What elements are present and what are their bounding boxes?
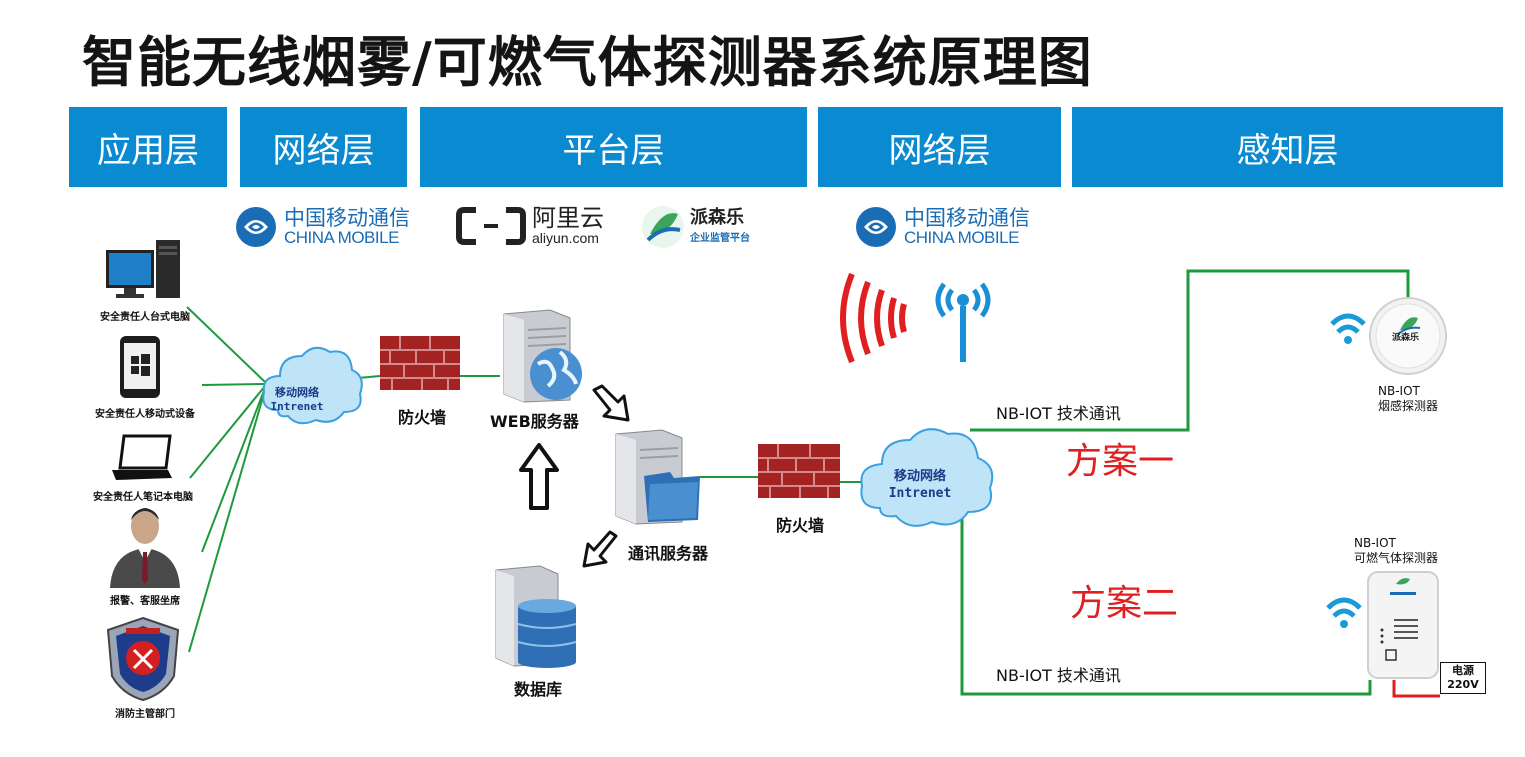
psl-name-text: 派森乐 <box>690 207 744 228</box>
arrow-down-right-icon <box>592 384 630 422</box>
database-icon <box>495 565 577 668</box>
nbiot-label-plan1: NB-IOT 技术通讯 <box>996 400 1121 424</box>
cloud-left-icon <box>262 346 363 425</box>
aliyun-cn-text: 阿里云 <box>532 204 604 232</box>
operator-person-icon <box>110 508 180 588</box>
china-mobile-cn-text: 中国移动通信 <box>284 206 410 230</box>
china-mobile-cn-text: 中国移动通信 <box>904 206 1030 230</box>
power-line <box>1392 680 1440 698</box>
plan-one-label: 方案一 <box>1066 441 1175 482</box>
line-plan1 <box>970 269 1410 432</box>
fire-department-badge-icon <box>106 616 180 702</box>
layer-perception: 感知层 <box>1072 107 1503 187</box>
comm-server-label: 通讯服务器 <box>628 544 709 563</box>
layer-platform: 平台层 <box>420 107 807 187</box>
nbiot-label-plan2: NB-IOT 技术通讯 <box>996 662 1121 686</box>
cloud-left-line2: Intrenet <box>270 400 324 413</box>
cloud-left-line1: 移动网络 <box>275 386 319 399</box>
arrow-down-left-icon <box>582 530 618 568</box>
desktop-computer-icon <box>106 240 180 298</box>
web-server-icon <box>503 309 582 403</box>
diagram-title: 智能无线烟雾/可燃气体探测器系统原理图 <box>82 31 1093 94</box>
gas-detector-icon <box>1326 571 1439 679</box>
nbiot-text: NB-IOT 技术通讯 <box>996 666 1121 685</box>
line-fire-dept <box>188 389 266 653</box>
line-plan2 <box>960 516 1372 696</box>
psl-leaf-icon <box>642 206 684 248</box>
smoke-label-line1: NB-IOT <box>1378 384 1420 398</box>
smoke-detector-icon <box>1330 297 1447 375</box>
power-source-box: 电源 220V <box>1440 662 1486 694</box>
gas-detector-label: NB-IOT 可燃气体探测器 <box>1354 536 1438 566</box>
line-desktop <box>186 306 266 383</box>
china-mobile-icon <box>856 207 896 247</box>
power-label-line1: 电源 <box>1452 664 1474 677</box>
china-mobile-en-text: CHINA MOBILE <box>284 228 399 247</box>
line-laptop <box>189 385 266 479</box>
client-label-desktop: 安全责任人台式电脑 <box>100 312 190 323</box>
aliyun-logo: 阿里云 aliyun.com <box>456 205 604 246</box>
web-server-label: WEB服务器 <box>490 412 579 431</box>
smoke-label-line2: 烟感探测器 <box>1378 399 1439 413</box>
cloud-right-label: 移动网络 Intrenet <box>880 468 960 502</box>
layer-application: 应用层 <box>69 107 227 187</box>
database-label: 数据库 <box>514 680 563 699</box>
power-label-line2: 220V <box>1447 678 1479 691</box>
smoke-detector-label: NB-IOT 烟感探测器 <box>1378 384 1438 414</box>
firewall-right-label: 防火墙 <box>776 516 825 535</box>
client-label-fire-dept: 消防主管部门 <box>115 709 175 720</box>
layer-network-right: 网络层 <box>818 107 1061 187</box>
line-mobile <box>201 383 266 386</box>
firewall-left-icon <box>380 336 460 390</box>
firewall-left-label: 防火墙 <box>398 408 447 427</box>
client-label-mobile: 安全责任人移动式设备 <box>95 409 195 420</box>
china-mobile-en-text: CHINA MOBILE <box>904 228 1019 247</box>
line-cloud-firewall <box>357 375 381 379</box>
cloud-left-label: 移动网络 Intrenet <box>262 386 332 414</box>
gas-label-line2: 可燃气体探测器 <box>1354 551 1439 565</box>
client-label-operator: 报警、客服坐席 <box>110 596 180 607</box>
china-mobile-icon <box>236 207 276 247</box>
arrow-up-icon <box>519 443 559 510</box>
line-operator <box>201 387 266 553</box>
cloud-right-icon <box>860 428 994 527</box>
china-mobile-logo-left: 中国移动通信 CHINA MOBILE <box>234 205 410 249</box>
mobile-phone-icon <box>120 336 160 398</box>
aliyun-en-text: aliyun.com <box>532 230 599 246</box>
aliyun-icon <box>456 206 526 245</box>
plan-two-label: 方案二 <box>1070 583 1179 624</box>
psl-logo: 派森乐 企业监管平台 <box>640 204 750 250</box>
cloud-right-line1: 移动网络 <box>893 469 946 484</box>
signal-tower-icon <box>840 272 991 364</box>
cloud-right-line2: Intrenet <box>888 486 952 501</box>
psl-sub-text: 企业监管平台 <box>690 233 750 244</box>
wifi-icon <box>1330 313 1366 334</box>
layer-network-left: 网络层 <box>240 107 407 187</box>
smoke-device-text: 派森乐 <box>1392 333 1420 343</box>
china-mobile-logo-right: 中国移动通信 CHINA MOBILE <box>854 205 1030 249</box>
nbiot-text: NB-IOT 技术通讯 <box>996 404 1121 423</box>
comm-server-icon <box>615 429 700 525</box>
gas-label-line1: NB-IOT <box>1354 536 1396 550</box>
client-label-laptop: 安全责任人笔记本电脑 <box>93 492 193 503</box>
laptop-icon <box>112 434 172 480</box>
firewall-right-icon <box>758 444 840 498</box>
wifi-icon <box>1326 597 1362 618</box>
